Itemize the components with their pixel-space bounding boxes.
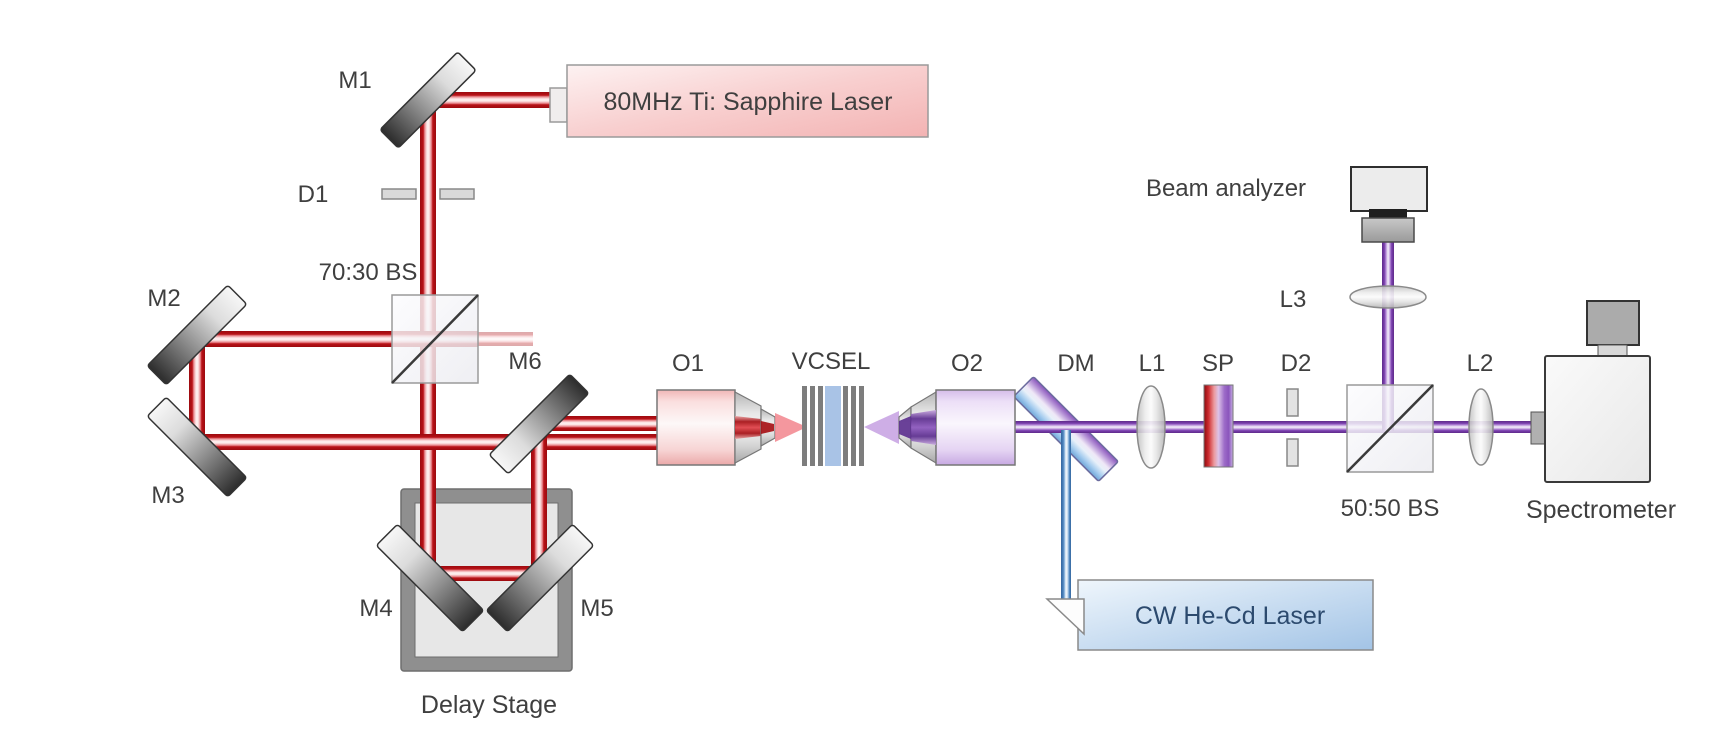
beam-red-bs-faint (478, 332, 533, 346)
lens-l3 (1349, 285, 1427, 309)
beam-red-m3-to-o1 (197, 434, 660, 450)
objective-o2 (898, 389, 1016, 466)
label-m4: M4 (359, 595, 392, 622)
vcsel-chip (802, 386, 864, 466)
objective-o1 (656, 389, 776, 466)
label-m3: M3 (151, 482, 184, 509)
label-ti-laser: 80MHz Ti: Sapphire Laser (603, 88, 892, 116)
aperture-d1 (381, 188, 475, 200)
beam-purple-main (1012, 421, 1533, 433)
beam-red-laser-to-m1 (426, 92, 552, 108)
label-hecd-laser: CW He-Cd Laser (1135, 602, 1325, 630)
label-sp: SP (1202, 350, 1234, 377)
ti-sapphire-laser-box (549, 64, 929, 138)
beam-blue-hecd (1061, 430, 1071, 600)
label-delay-stage: Delay Stage (421, 691, 557, 719)
beam-red-m4-to-m5 (424, 566, 546, 581)
beam-red-m2-to-m3 (189, 335, 205, 447)
spectrometer-unit (1530, 300, 1651, 483)
label-beam-analyzer: Beam analyzer (1146, 175, 1306, 202)
beam-cone-red (775, 413, 807, 442)
beam-red-m6-to-o1 (539, 416, 660, 431)
label-l2: L2 (1467, 350, 1494, 377)
lens-l1 (1136, 385, 1166, 469)
mirror-m2 (147, 285, 247, 385)
label-m2: M2 (147, 285, 180, 312)
mirror-m3 (147, 397, 247, 497)
mirror-m4 (376, 524, 484, 632)
label-m1: M1 (338, 67, 371, 94)
label-vcsel: VCSEL (792, 348, 871, 375)
mirror-m6 (489, 374, 589, 474)
label-m5: M5 (580, 595, 613, 622)
lens-l2 (1468, 388, 1494, 466)
mirror-m1 (380, 52, 476, 148)
label-spectrometer: Spectrometer (1526, 496, 1676, 524)
label-bs5050: 50:50 BS (1341, 495, 1440, 522)
label-o1: O1 (672, 350, 704, 377)
label-o2: O2 (951, 350, 983, 377)
beam-paths (189, 92, 1533, 600)
label-l3: L3 (1280, 286, 1307, 313)
aperture-d2 (1286, 388, 1299, 467)
label-d2: D2 (1281, 350, 1312, 377)
beam-red-m6-to-m5 (531, 424, 547, 574)
mirror-m5 (486, 524, 594, 632)
beam-cone-purple (864, 411, 899, 444)
label-bs7030: 70:30 BS (319, 259, 418, 286)
label-dm: DM (1057, 350, 1094, 377)
beamsplitter-5050 (1346, 384, 1434, 473)
label-d1: D1 (298, 181, 329, 208)
label-l1: L1 (1139, 350, 1166, 377)
label-m6: M6 (508, 348, 541, 375)
filter-sp (1203, 384, 1234, 468)
beamsplitter-7030 (391, 294, 479, 384)
beam-analyzer-camera (1350, 166, 1428, 243)
turning-prism (1045, 598, 1085, 636)
